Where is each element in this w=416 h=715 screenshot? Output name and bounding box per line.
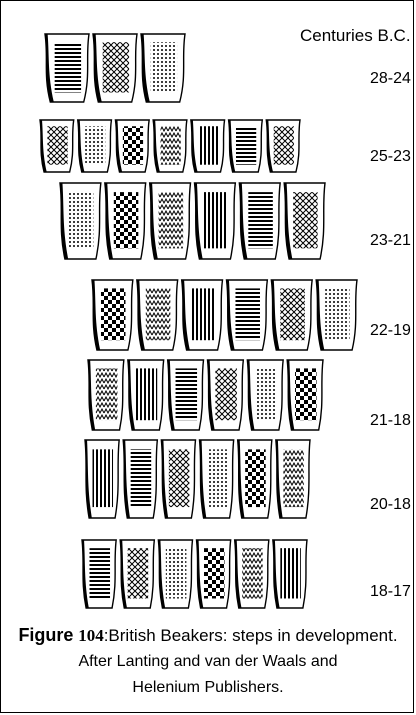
beaker [247,360,283,430]
caption-line-3: Helenium Publishers. [0,675,416,701]
beaker [88,360,124,430]
beaker [141,34,185,102]
caption-figure-word: Figure [18,625,73,645]
beaker [235,540,269,608]
beaker [316,280,357,350]
beaker [239,183,280,259]
beaker-drawings [0,0,416,620]
beaker [208,360,244,430]
beaker [123,440,157,518]
caption-line-1: Figure 104:British Beakers: steps in dev… [0,622,416,649]
beaker [158,540,192,608]
beaker [271,280,312,350]
beaker [182,280,223,350]
beaker [153,120,187,172]
beaker [195,183,236,259]
caption-figure-number: 104 [78,626,104,645]
beaker [287,360,323,430]
beaker [45,34,89,102]
beaker [120,540,154,608]
beaker [273,540,307,608]
beaker [284,183,325,259]
beaker [168,360,204,430]
beaker [105,183,146,259]
beaker [191,120,225,172]
beaker [200,440,234,518]
beaker [93,34,137,102]
beaker [266,120,300,172]
beaker [128,360,164,430]
figure-caption: Figure 104:British Beakers: steps in dev… [0,622,416,701]
beaker [137,280,178,350]
caption-title: :British Beakers: steps in development. [104,626,398,645]
beaker [197,540,231,608]
beaker [276,440,310,518]
beaker [115,120,149,172]
beaker [161,440,195,518]
beaker [92,280,133,350]
beaker [78,120,112,172]
beaker [238,440,272,518]
caption-line-2: After Lanting and van der Waals and [0,649,416,675]
beaker [85,440,119,518]
beaker [40,120,74,172]
beaker [82,540,116,608]
beaker [227,280,268,350]
beaker [150,183,191,259]
beaker [60,183,101,259]
beaker [229,120,263,172]
